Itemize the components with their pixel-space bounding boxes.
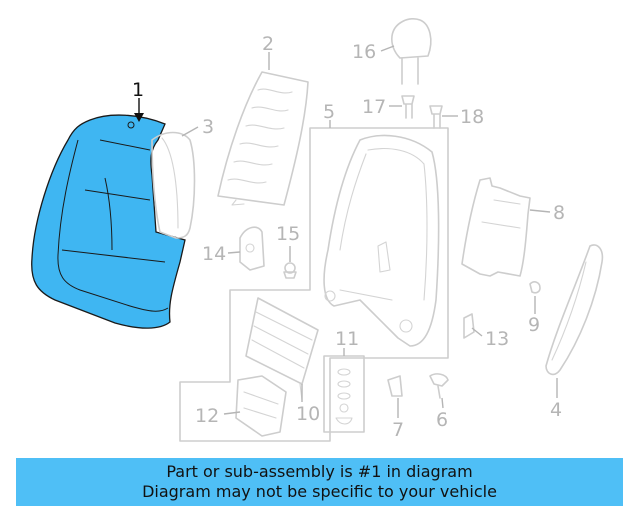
info-banner: Part or sub-assembly is #1 in diagram Di… <box>16 458 623 506</box>
part-8-back-panel[interactable] <box>461 177 531 277</box>
seatback-cover-clip <box>127 121 135 129</box>
leader-12 <box>223 411 241 415</box>
leader-14 <box>227 251 241 254</box>
part-15-screw[interactable] <box>283 262 297 279</box>
part-11-hardware-kit[interactable] <box>323 355 365 433</box>
callout-15: 15 <box>276 223 300 245</box>
callout-9: 9 <box>528 314 540 336</box>
part-17-headrest-guide[interactable] <box>401 95 415 119</box>
leader-16 <box>380 45 395 52</box>
callout-13: 13 <box>485 328 509 350</box>
part-4-side-trim[interactable] <box>545 244 604 376</box>
callout-4: 4 <box>550 399 562 421</box>
banner-line-2: Diagram may not be specific to your vehi… <box>142 482 497 501</box>
part-5-seatback-frame[interactable] <box>323 134 440 347</box>
callout-2: 2 <box>262 33 274 55</box>
callout-18: 18 <box>460 106 484 128</box>
part-16-headrest[interactable] <box>391 18 432 85</box>
leader-1-arrow <box>134 113 144 122</box>
callout-5: 5 <box>323 101 335 123</box>
part-9-clip[interactable] <box>529 281 541 294</box>
part-7-clip[interactable] <box>387 375 403 397</box>
callout-12: 12 <box>195 405 219 427</box>
part-13-clip[interactable] <box>463 313 475 339</box>
callout-6: 6 <box>436 409 448 431</box>
part-14-bracket[interactable] <box>239 226 265 271</box>
part-3-side-panel[interactable] <box>151 131 196 239</box>
callout-3: 3 <box>202 116 214 138</box>
leader-8 <box>529 209 551 213</box>
callout-11: 11 <box>335 328 359 350</box>
seatback-cover-shape[interactable] <box>31 114 186 329</box>
leader-3 <box>181 126 199 137</box>
callout-8: 8 <box>553 202 565 224</box>
callout-7: 7 <box>392 419 404 441</box>
part-1-seatback-cover[interactable] <box>31 114 186 329</box>
callout-14: 14 <box>202 243 226 265</box>
part-12-adjuster[interactable] <box>235 375 287 437</box>
leader-13 <box>471 327 483 337</box>
part-6-pin[interactable] <box>429 373 449 399</box>
part-18-headrest-guide-lock[interactable] <box>429 105 443 129</box>
seatback-cover-seam <box>57 139 169 312</box>
frame-group-outline <box>179 127 449 442</box>
callout-17: 17 <box>362 96 386 118</box>
callout-1: 1 <box>132 79 144 101</box>
part-2-heater-mat[interactable] <box>217 71 309 206</box>
leader-6 <box>441 397 444 409</box>
part-10-lumbar-support[interactable] <box>245 297 319 401</box>
callout-10: 10 <box>296 403 320 425</box>
callout-16: 16 <box>352 41 376 63</box>
banner-line-1: Part or sub-assembly is #1 in diagram <box>166 462 473 481</box>
seatback-cover-seam-2 <box>61 139 166 263</box>
